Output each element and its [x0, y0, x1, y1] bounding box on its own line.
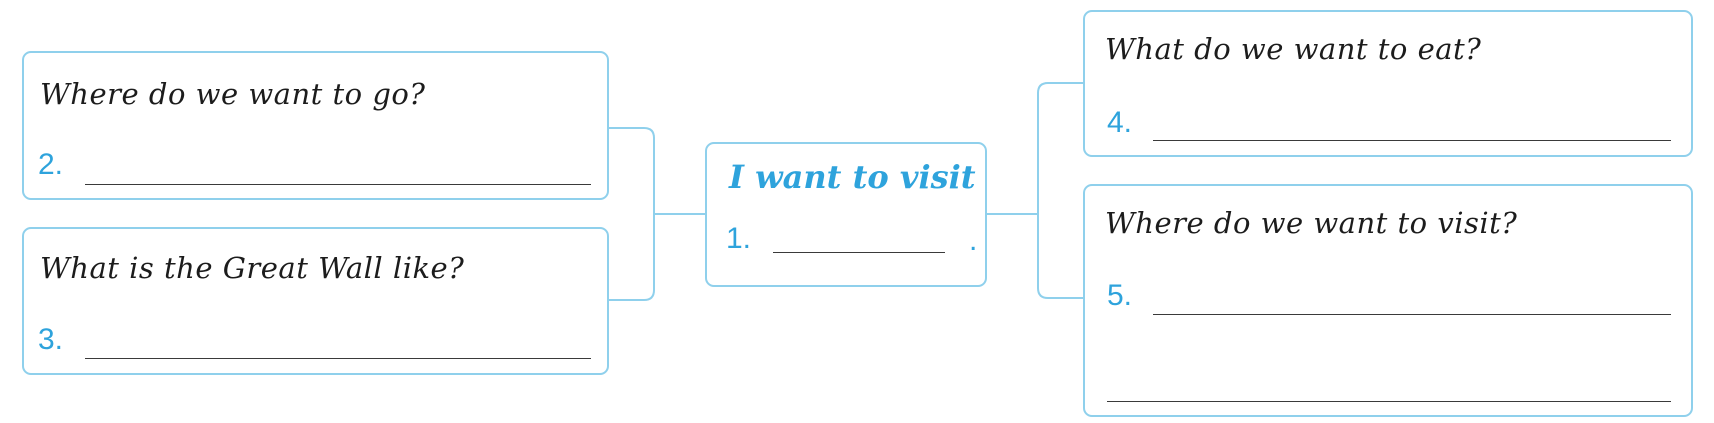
question-great-wall: What is the Great Wall like? [40, 251, 465, 285]
question-what-to-eat: What do we want to eat? [1105, 32, 1482, 66]
right-box-what-to-eat: What do we want to eat? 4. [1083, 10, 1693, 157]
question-number-5: 5. [1107, 279, 1133, 312]
left-box-great-wall: What is the Great Wall like? 3. [22, 227, 609, 375]
question-number-3: 3. [38, 323, 64, 356]
center-title: I want to visit [729, 158, 976, 196]
answer-line-4[interactable] [1153, 140, 1671, 141]
question-number-2: 2. [38, 148, 64, 181]
question-where-to-go: Where do we want to go? [40, 77, 426, 111]
center-end-mark: . [969, 224, 978, 257]
center-number: 1. [726, 222, 752, 255]
left-box-where-to-go: Where do we want to go? 2. [22, 51, 609, 200]
question-number-4: 4. [1107, 106, 1133, 139]
answer-line-2[interactable] [85, 184, 591, 185]
answer-line-1[interactable] [773, 252, 945, 253]
right-box-where-to-visit: Where do we want to visit? 5. [1083, 184, 1693, 417]
question-where-to-visit: Where do we want to visit? [1105, 206, 1518, 240]
answer-line-3[interactable] [85, 358, 591, 359]
answer-line-5a[interactable] [1153, 314, 1671, 315]
answer-line-5b[interactable] [1107, 401, 1671, 402]
center-box: I want to visit 1. . [705, 142, 987, 287]
